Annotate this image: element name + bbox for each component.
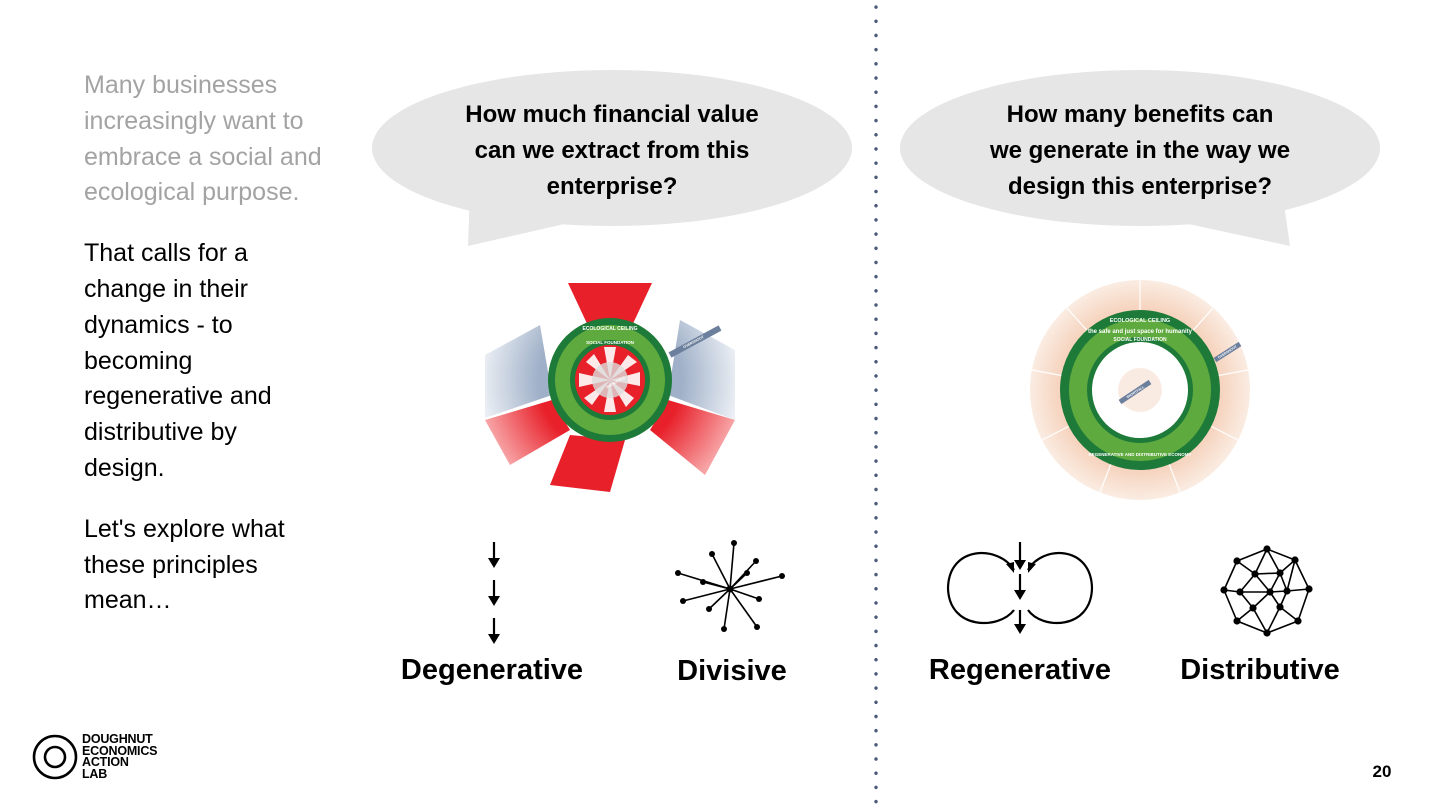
distributive-network-icon: [1220, 545, 1313, 637]
logo-wordmark: DOUGHNUT ECONOMICS ACTION LAB: [82, 732, 158, 781]
ceiling-label: ECOLOGICAL CEILING: [1110, 318, 1170, 324]
overshoot-wedge-climate: [568, 283, 652, 330]
divisive-label: Divisive: [677, 655, 787, 687]
deal-logo: DOUGHNUT ECONOMICS ACTION LAB: [32, 732, 158, 781]
left-question-bubble: How much financial value can we extract …: [372, 70, 852, 248]
right-question-bubble: How many benefits can we generate in the…: [900, 70, 1380, 248]
degenerative-arrows-icon: [488, 542, 500, 644]
overshoot-wedge-biodiversity: [485, 400, 570, 465]
logo-line: ACTION: [82, 755, 129, 769]
left-question-line: can we extract from this: [474, 137, 750, 164]
right-question-line: we generate in the way we: [989, 137, 1291, 164]
doughnut-logo-icon: [32, 734, 78, 780]
intro-body-paragraph: That calls for a change in their dynamic…: [84, 239, 272, 482]
overshoot-wedge-air: [485, 325, 552, 418]
safe-space-label: the safe and just space for humanity: [1088, 329, 1193, 335]
degenerative-label: Degenerative: [400, 654, 584, 686]
overshoot-wedge-freshwater: [650, 400, 735, 475]
intro-column: Many businesses increasingly want to emb…: [84, 68, 324, 644]
right-question-line: design this enterprise?: [1007, 173, 1273, 200]
ceiling-label: ECOLOGICAL CEILING: [583, 326, 638, 332]
overshoot-wedge-land: [550, 435, 625, 492]
right-question-text: How many benefits can we generate in the…: [900, 97, 1380, 205]
right-question-line: How many benefits can: [1006, 101, 1274, 128]
speech-bubble-shape: [900, 70, 1380, 246]
speech-bubble-shape: [372, 70, 852, 246]
foundation-label: SOCIAL FOUNDATION: [586, 340, 634, 345]
intro-closing-paragraph: Let's explore what these principles mean…: [84, 514, 285, 615]
logo-line: DOUGHNUT: [82, 732, 153, 746]
economy-label: REGENERATIVE AND DISTRIBUTIVE ECONOMY: [1088, 452, 1191, 457]
intro-muted-paragraph: Many businesses increasingly want to emb…: [84, 71, 322, 207]
regenerative-label: Regenerative: [928, 654, 1112, 686]
left-question-line: How much financial value: [465, 101, 759, 128]
foundation-label: SOCIAL FOUNDATION: [1113, 337, 1167, 343]
regenerative-cycle-icon: [946, 542, 1094, 634]
doughnut-overshoot-diagram: ECOLOGICAL CEILING SOCIAL FOUNDATION SHO…: [480, 265, 740, 495]
page-number: 20: [1372, 762, 1392, 781]
vertical-dotted-divider: [874, 0, 878, 806]
divisive-burst-icon: [675, 540, 785, 632]
doughnut-safe-space-diagram: ECOLOGICAL CEILING the safe and just spa…: [1020, 275, 1260, 505]
logo-line: ECONOMICS: [82, 743, 158, 758]
left-question-line: enterprise?: [546, 173, 678, 200]
distributive-label: Distributive: [1180, 654, 1340, 686]
left-question-text: How much financial value can we extract …: [372, 97, 852, 205]
logo-line: LAB: [82, 766, 108, 781]
